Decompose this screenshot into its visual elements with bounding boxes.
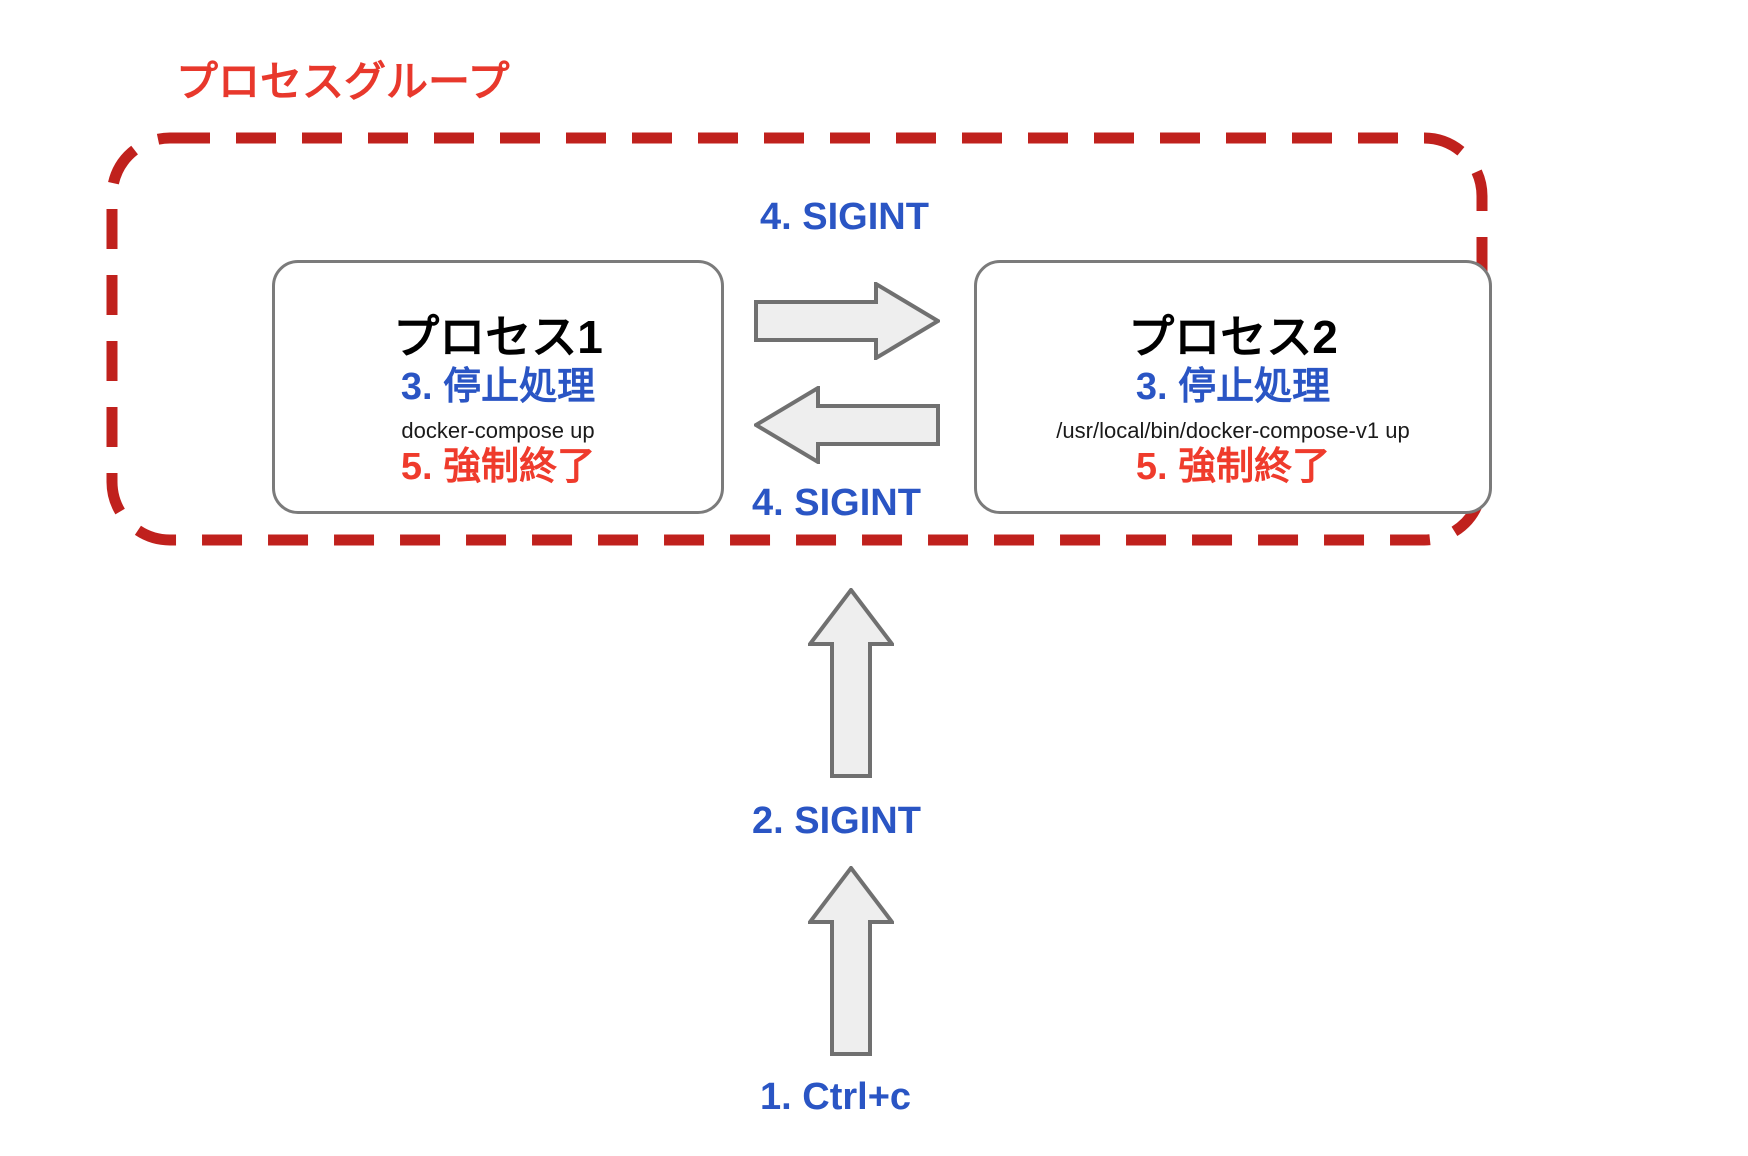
label-sigint-outer: 2. SIGINT [752,800,921,842]
arrow-right-icon [754,282,940,360]
process-group-title: プロセスグループ [176,58,510,105]
process-1-step-forcekill: 5. 強制終了 [400,446,596,489]
process-box-1[interactable]: プロセス1 3. 停止処理 docker-compose up 5. 強制終了 [272,260,724,514]
process-1-step-stop: 3. 停止処理 [400,366,596,409]
label-sigint-top: 4. SIGINT [760,196,929,238]
process-2-name: プロセス2 [1128,311,1338,363]
process-2-command: /usr/local/bin/docker-compose-v1 up [1056,418,1410,444]
arrow-up-into-group-icon [808,588,894,778]
process-2-step-stop: 3. 停止処理 [1135,366,1331,409]
process-2-step-forcekill: 5. 強制終了 [1135,446,1331,489]
process-1-name: プロセス1 [393,311,603,363]
label-ctrl-c: 1. Ctrl+c [760,1076,912,1118]
arrow-left-icon [754,386,940,464]
process-box-2[interactable]: プロセス2 3. 停止処理 /usr/local/bin/docker-comp… [974,260,1492,514]
process-1-command: docker-compose up [401,418,595,444]
label-sigint-bottom: 4. SIGINT [752,482,921,524]
arrow-up-from-ctrlc-icon [808,866,894,1056]
